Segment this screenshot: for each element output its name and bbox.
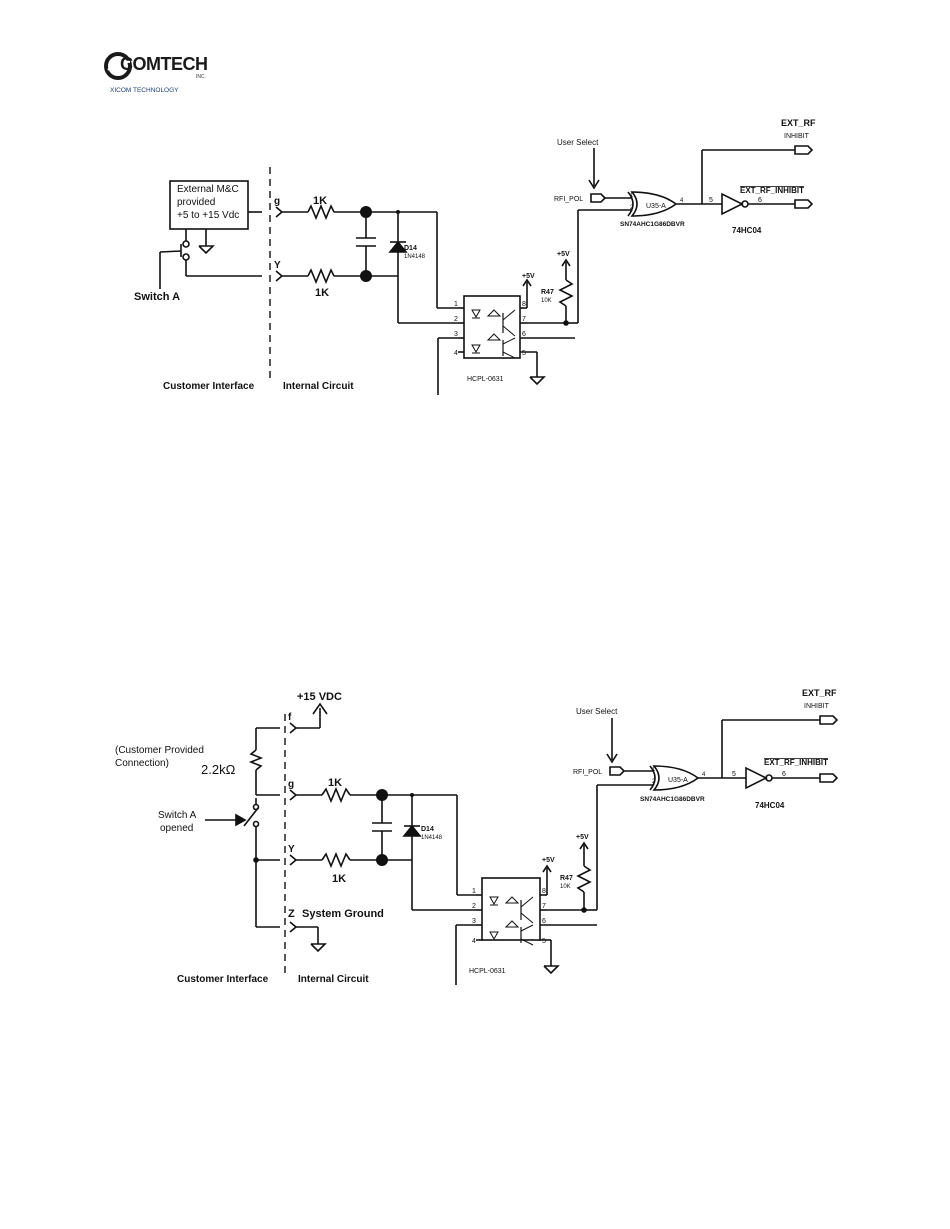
- gate-label: U35-A: [646, 203, 666, 210]
- pin-f-label: f: [288, 712, 292, 723]
- switch-label: Switch A: [134, 291, 180, 303]
- gate-pin-1: 1: [630, 193, 634, 199]
- opto-pin-5: 5: [522, 350, 526, 357]
- opto-pin-2: 2: [472, 903, 476, 910]
- pin-y-label: Y: [288, 844, 295, 855]
- opto-pin-8: 8: [542, 888, 546, 895]
- customer-provided-line-1: (Customer Provided: [115, 745, 204, 756]
- resistor-bottom-label: 1K: [332, 873, 346, 885]
- internal-circuit-label: Internal Circuit: [298, 974, 369, 985]
- opto-pin-1: 1: [472, 888, 476, 895]
- opto-pin-8: 8: [522, 301, 526, 308]
- diode-label: D14: [404, 245, 417, 252]
- rfi-pol-label: RFI_POL: [573, 769, 602, 776]
- pin-y-label: Y: [274, 260, 281, 271]
- external-mc-box: [169, 180, 249, 230]
- internal-circuit-label: Internal Circuit: [283, 381, 354, 392]
- company-logo: COMTECH INC. XICOM TECHNOLOGY: [104, 52, 208, 98]
- logo-subtitle: XICOM TECHNOLOGY: [110, 87, 179, 94]
- ext-box-line-1: External M&C: [177, 184, 239, 195]
- opto-pin-4: 4: [472, 938, 476, 945]
- optocoupler-label: HCPL-0631: [467, 376, 504, 383]
- pin-z-label: Z: [288, 908, 295, 920]
- inverter-label: 74HC04: [732, 226, 762, 235]
- inverter-pin-6: 6: [758, 197, 762, 204]
- opto-pin-1: 1: [454, 301, 458, 308]
- rfi-pol-label: RFI_POL: [554, 196, 583, 203]
- opto-pin-6: 6: [542, 918, 546, 925]
- schematic-diagram-1: External M&C provided +5 to +15 Vdc g Y …: [134, 118, 816, 395]
- resistor-top-label: 1K: [328, 777, 342, 789]
- opto-pin-5: 5: [542, 938, 546, 945]
- ext-box-line-3: +5 to +15 Vdc: [177, 210, 239, 221]
- optocoupler-label: HCPL-0631: [469, 968, 506, 975]
- pin-g-label: g: [288, 779, 294, 790]
- gate-pin-2: 2: [630, 205, 634, 211]
- switch-opened-line-2: opened: [160, 823, 193, 834]
- ext-box-line-2: provided: [177, 197, 215, 208]
- ext-rf-label: EXT_RF: [781, 118, 816, 128]
- opto-pin-2: 2: [454, 316, 458, 323]
- gate-pin-4: 4: [702, 772, 706, 778]
- gate-part-label: SN74AHC1G86DBVR: [620, 221, 685, 228]
- resistor-top-label: 1K: [313, 195, 327, 207]
- customer-interface-label: Customer Interface: [163, 381, 255, 392]
- inverter-label: 74HC04: [755, 801, 785, 810]
- gate-pin-1: 1: [652, 767, 656, 773]
- r47-label: R47: [541, 289, 554, 296]
- gate-pin-2: 2: [652, 779, 656, 785]
- pin-g-label: g: [274, 196, 280, 207]
- opto-pin-6: 6: [522, 331, 526, 338]
- r47-value: 10K: [541, 298, 552, 304]
- r47-value: 10K: [560, 884, 571, 890]
- opto-pin-3: 3: [472, 918, 476, 925]
- diode-part-label: 1N4148: [404, 254, 426, 260]
- vdc-label: +15 VDC: [297, 691, 342, 703]
- vcc-label-a: +5V: [542, 857, 555, 864]
- inverter-pin-5: 5: [732, 771, 736, 778]
- opto-pin-7: 7: [522, 316, 526, 323]
- opto-pin-4: 4: [454, 350, 458, 357]
- opto-pin-3: 3: [454, 331, 458, 338]
- inhibit-label: INHIBIT: [784, 133, 810, 140]
- gate-part-label: SN74AHC1G86DBVR: [640, 796, 705, 803]
- ext-rf-label: EXT_RF: [802, 688, 837, 698]
- user-select-label: User Select: [576, 707, 618, 716]
- user-select-label: User Select: [557, 138, 599, 147]
- inhibit-label: INHIBIT: [804, 703, 830, 710]
- gate-pin-4: 4: [680, 198, 684, 204]
- vcc-label-b: +5V: [576, 834, 589, 841]
- r47-label: R47: [560, 875, 573, 882]
- ext-rf-inhibit-bar-label: EXT_RF_INHIBIT: [764, 758, 828, 767]
- resistor-bottom-label: 1K: [315, 287, 329, 299]
- system-ground-label: System Ground: [302, 908, 384, 920]
- logo-wordmark: COMTECH: [120, 54, 208, 74]
- vcc-label-b: +5V: [557, 251, 570, 258]
- ext-rf-inhibit-bar-label: EXT_RF_INHIBIT: [740, 186, 804, 195]
- customer-interface-label: Customer Interface: [177, 974, 269, 985]
- schematic-diagram-2: +15 VDC (Customer Provided Connection) 2…: [115, 688, 839, 985]
- diode-label: D14: [421, 826, 434, 833]
- gate-label: U35-A: [668, 777, 688, 784]
- opto-pin-7: 7: [542, 903, 546, 910]
- diode-part-label: 1N4148: [421, 835, 443, 841]
- external-resistor-label: 2.2kΩ: [201, 762, 236, 777]
- customer-provided-line-2: Connection): [115, 758, 169, 769]
- comtech-swoosh-icon: [104, 52, 132, 80]
- logo-inc: INC.: [196, 74, 206, 80]
- inverter-pin-5: 5: [709, 197, 713, 204]
- inverter-pin-6: 6: [782, 771, 786, 778]
- switch-opened-line-1: Switch A: [158, 810, 197, 821]
- vcc-label-a: +5V: [522, 273, 535, 280]
